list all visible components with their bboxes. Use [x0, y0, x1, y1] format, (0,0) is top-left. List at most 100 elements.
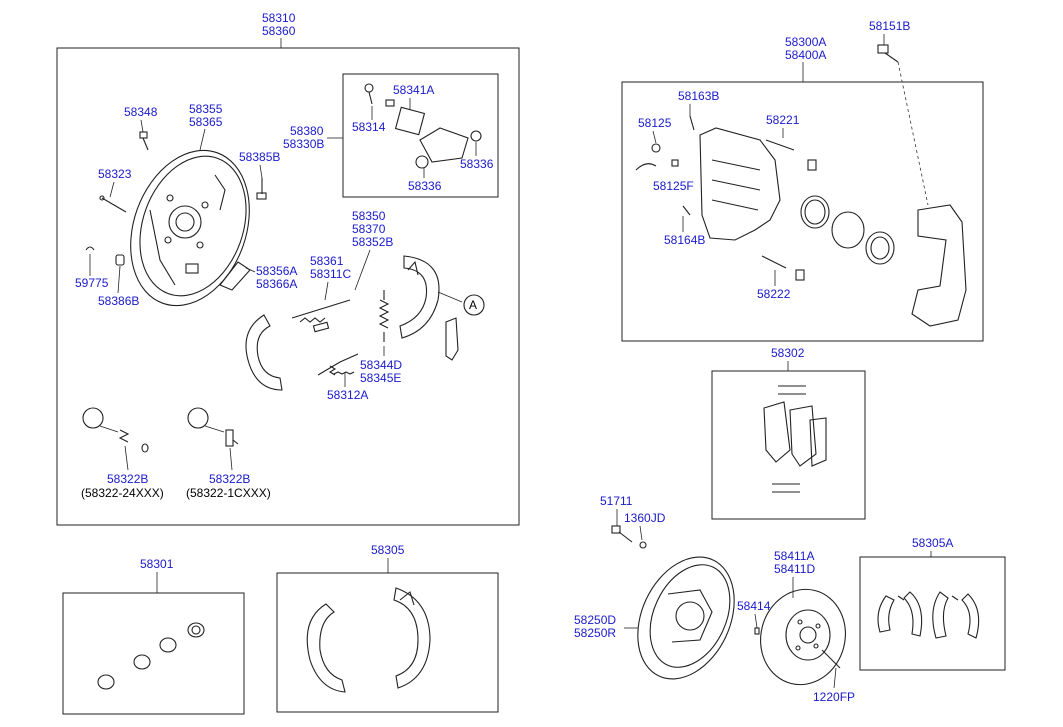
- label-58310[interactable]: 58310: [262, 11, 296, 25]
- label-58344D[interactable]: 58344D: [360, 358, 402, 372]
- label-58370[interactable]: 58370: [352, 222, 386, 236]
- caliper-carrier: [699, 127, 781, 241]
- bolt-51711: [611, 525, 633, 543]
- wheel-cylinder-kit-group: 58301: [62, 557, 245, 715]
- return-spring: [378, 290, 390, 342]
- label-58311C[interactable]: 58311C: [310, 267, 351, 281]
- wheel-cylinder-kit-box: [62, 592, 245, 715]
- kit-indicator-2: [187, 407, 209, 429]
- label-58314[interactable]: 58314: [352, 120, 386, 134]
- label-1220FP[interactable]: 1220FP: [813, 690, 855, 704]
- front-caliper-group: 58300A 58400A 58151B 58163B 58125 58221 …: [621, 19, 984, 342]
- label-58385B[interactable]: 58385B: [239, 150, 280, 164]
- front-pad-kit-group: 58302: [711, 346, 866, 520]
- label-58411A[interactable]: 58411A: [774, 549, 814, 563]
- label-58400A[interactable]: 58400A: [785, 48, 826, 62]
- backing-plate: [130, 149, 250, 307]
- label-58300A[interactable]: 58300A: [785, 35, 826, 49]
- label-1360JD[interactable]: 1360JD: [624, 511, 666, 525]
- label-58380[interactable]: 58380: [290, 124, 324, 138]
- label-58336-b[interactable]: 58336: [408, 179, 442, 193]
- label-58125[interactable]: 58125: [638, 116, 672, 130]
- label-58322B-2[interactable]: 58322B: [209, 472, 250, 486]
- wheel-cylinder: [415, 127, 482, 169]
- bolt-58164B: [682, 205, 691, 216]
- plug-58386B: [115, 254, 125, 266]
- circle-A-marker: [463, 294, 485, 316]
- bleeder-58314: [364, 83, 395, 107]
- label-58164B[interactable]: 58164B: [664, 233, 705, 247]
- label-58356A[interactable]: 58356A: [256, 264, 297, 278]
- label-58301[interactable]: 58301: [140, 557, 174, 571]
- seal-cups: [97, 622, 205, 690]
- piston-and-seals: [800, 195, 895, 265]
- hold-down-spring-kit-1: [118, 429, 149, 453]
- label-58312A[interactable]: 58312A: [327, 388, 368, 402]
- label-58305[interactable]: 58305: [371, 543, 405, 557]
- brake-disc: [760, 588, 846, 686]
- label-58322B-1-subnumber[interactable]: (58322-24XXX): [81, 486, 164, 500]
- bleeder-screw: [256, 178, 267, 200]
- brake-pads: [763, 385, 827, 493]
- screw-58414: [754, 627, 760, 635]
- parking-shoes: [877, 591, 980, 639]
- label-58361[interactable]: 58361: [310, 254, 344, 268]
- gasket-58341A: [394, 106, 426, 136]
- hose-clip-58125F: [635, 159, 679, 171]
- hub-bolt-1220FP: [821, 649, 841, 669]
- front-caliper-box: [621, 81, 984, 342]
- label-58322B-2-subnumber[interactable]: (58322-1CXXX): [186, 486, 271, 500]
- parking-strut: [445, 317, 459, 361]
- parking-shoe-kit-group: 58305A: [859, 536, 1006, 671]
- washer-1360JD: [639, 541, 647, 549]
- label-58305A[interactable]: 58305A: [912, 536, 953, 550]
- label-58348[interactable]: 58348: [124, 105, 158, 119]
- pin-58221: [765, 139, 817, 171]
- label-58302[interactable]: 58302: [771, 346, 805, 360]
- parking-shoe-kit-box: [859, 556, 1006, 671]
- bolt-58163B: [689, 115, 695, 131]
- label-58341A[interactable]: 58341A: [393, 83, 434, 97]
- rear-shoe-kit-group: 58305: [276, 543, 499, 713]
- label-58336-a[interactable]: 58336: [460, 157, 494, 171]
- label-58151B[interactable]: 58151B: [869, 19, 910, 33]
- label-59775[interactable]: 59775: [75, 276, 109, 290]
- label-58250D[interactable]: 58250D: [574, 613, 616, 627]
- label-58352B[interactable]: 58352B: [352, 235, 393, 249]
- label-58355[interactable]: 58355: [189, 102, 223, 116]
- label-58414[interactable]: 58414: [737, 599, 771, 613]
- label-58366A[interactable]: 58366A: [256, 277, 297, 291]
- brake-shoe-right: [399, 255, 440, 339]
- rear-shoe-pair: [306, 587, 431, 693]
- label-58322B-1[interactable]: 58322B: [107, 472, 148, 486]
- rear-drum-brake-box: [56, 47, 520, 526]
- label-58350[interactable]: 58350: [352, 209, 386, 223]
- springs-58312A: [317, 353, 359, 376]
- brake-shoe-left: [245, 314, 283, 391]
- label-58411D[interactable]: 58411D: [774, 562, 815, 576]
- label-51711[interactable]: 51711: [600, 494, 633, 508]
- guide-bolt-58151B: [877, 44, 899, 63]
- label-58330B[interactable]: 58330B: [283, 137, 324, 151]
- front-pad-kit-box: [711, 370, 866, 520]
- rear-backing-plate: [637, 556, 735, 680]
- caliper-housing: [911, 204, 967, 327]
- label-58386B[interactable]: 58386B: [98, 294, 139, 308]
- clip-59775: [85, 246, 95, 251]
- label-58360[interactable]: 58360: [262, 24, 296, 38]
- label-58221[interactable]: 58221: [766, 113, 800, 127]
- wheel-cylinder-box: [342, 73, 499, 198]
- label-58222[interactable]: 58222: [757, 287, 791, 301]
- label-58125F[interactable]: 58125F: [653, 179, 694, 193]
- cap-58125: [651, 143, 661, 153]
- hold-down-spring-kit-2: [225, 429, 239, 447]
- label-58365[interactable]: 58365: [189, 115, 223, 129]
- label-58250R[interactable]: 58250R: [574, 626, 616, 640]
- adjuster-assembly: [291, 299, 351, 333]
- label-58163B[interactable]: 58163B: [678, 89, 719, 103]
- label-58345E[interactable]: 58345E: [360, 371, 401, 385]
- circle-A-label: A: [469, 298, 477, 312]
- label-58323[interactable]: 58323: [98, 167, 132, 181]
- kit-indicator-1: [82, 407, 104, 429]
